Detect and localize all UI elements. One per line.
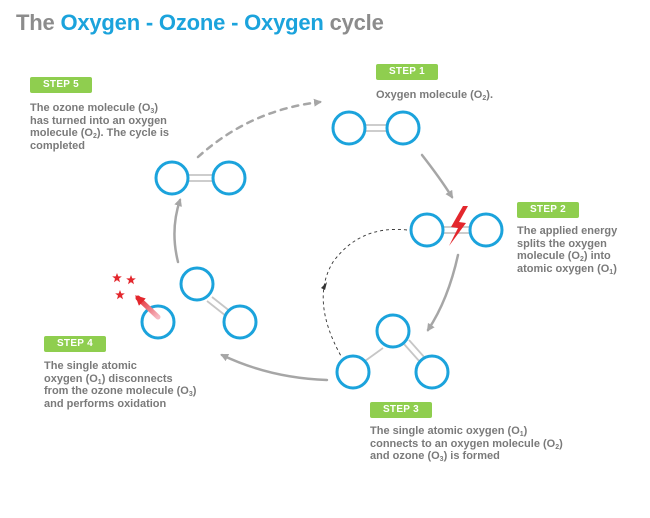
- oxygen-atom: [375, 313, 411, 349]
- step-1-description: Oxygen molecule (O2).: [376, 89, 494, 102]
- cycle-arrows: [173, 98, 460, 382]
- oxygen-atom: [468, 212, 504, 248]
- title-separator-1: -: [145, 10, 153, 35]
- title-prefix: The: [16, 10, 55, 35]
- oxygen-atom: [385, 110, 421, 146]
- bonds: [183, 124, 471, 363]
- step-3-badge: STEP 3: [370, 402, 432, 418]
- oxygen-atom: [414, 354, 450, 390]
- oxygen-atom: [335, 354, 371, 390]
- title-separator-2: -: [231, 10, 239, 35]
- oxygen-atom: [140, 304, 176, 340]
- step-3-description: The single atomic oxygen (O1)connects to…: [370, 425, 563, 463]
- page-title: The Oxygen - Ozone - Oxygen cycle: [16, 10, 384, 36]
- step-1-badge: STEP 1: [376, 64, 438, 80]
- oxidation-sparks: [112, 273, 136, 300]
- title-oxygen-1: Oxygen: [60, 10, 140, 35]
- oxidation-arrow-icon: [135, 295, 161, 320]
- step-2-badge: STEP 2: [517, 202, 579, 218]
- oxygen-atom: [211, 160, 247, 196]
- atoms: [140, 110, 504, 390]
- oxygen-atom: [222, 304, 258, 340]
- arrow-step1-to-step2: [420, 153, 454, 199]
- atomic-oxygen-path: [322, 228, 408, 357]
- title-oxygen-2: Oxygen: [244, 10, 324, 35]
- oxygen-atom: [154, 160, 190, 196]
- star-icon: [126, 275, 136, 285]
- arrow-step4-to-step5: [173, 198, 182, 264]
- oxygen-atom: [331, 110, 367, 146]
- star-icon: [112, 273, 122, 283]
- step-5-badge: STEP 5: [30, 77, 92, 93]
- arrow-step3-to-step4: [220, 353, 329, 382]
- title-suffix: cycle: [329, 10, 384, 35]
- step-4-badge: STEP 4: [44, 336, 106, 352]
- arrow-step5-to-step1: [196, 98, 322, 159]
- oxygen-atom: [409, 212, 445, 248]
- step-5-description: The ozone molecule (O3)has turned into a…: [30, 102, 170, 152]
- oxygen-atom: [179, 266, 215, 302]
- arrow-step2-to-step3: [426, 253, 460, 332]
- star-icon: [115, 290, 125, 300]
- title-ozone: Ozone: [158, 10, 226, 35]
- atomic-oxygen-path-arrowhead: [321, 282, 327, 290]
- lightning-icon: [449, 206, 468, 246]
